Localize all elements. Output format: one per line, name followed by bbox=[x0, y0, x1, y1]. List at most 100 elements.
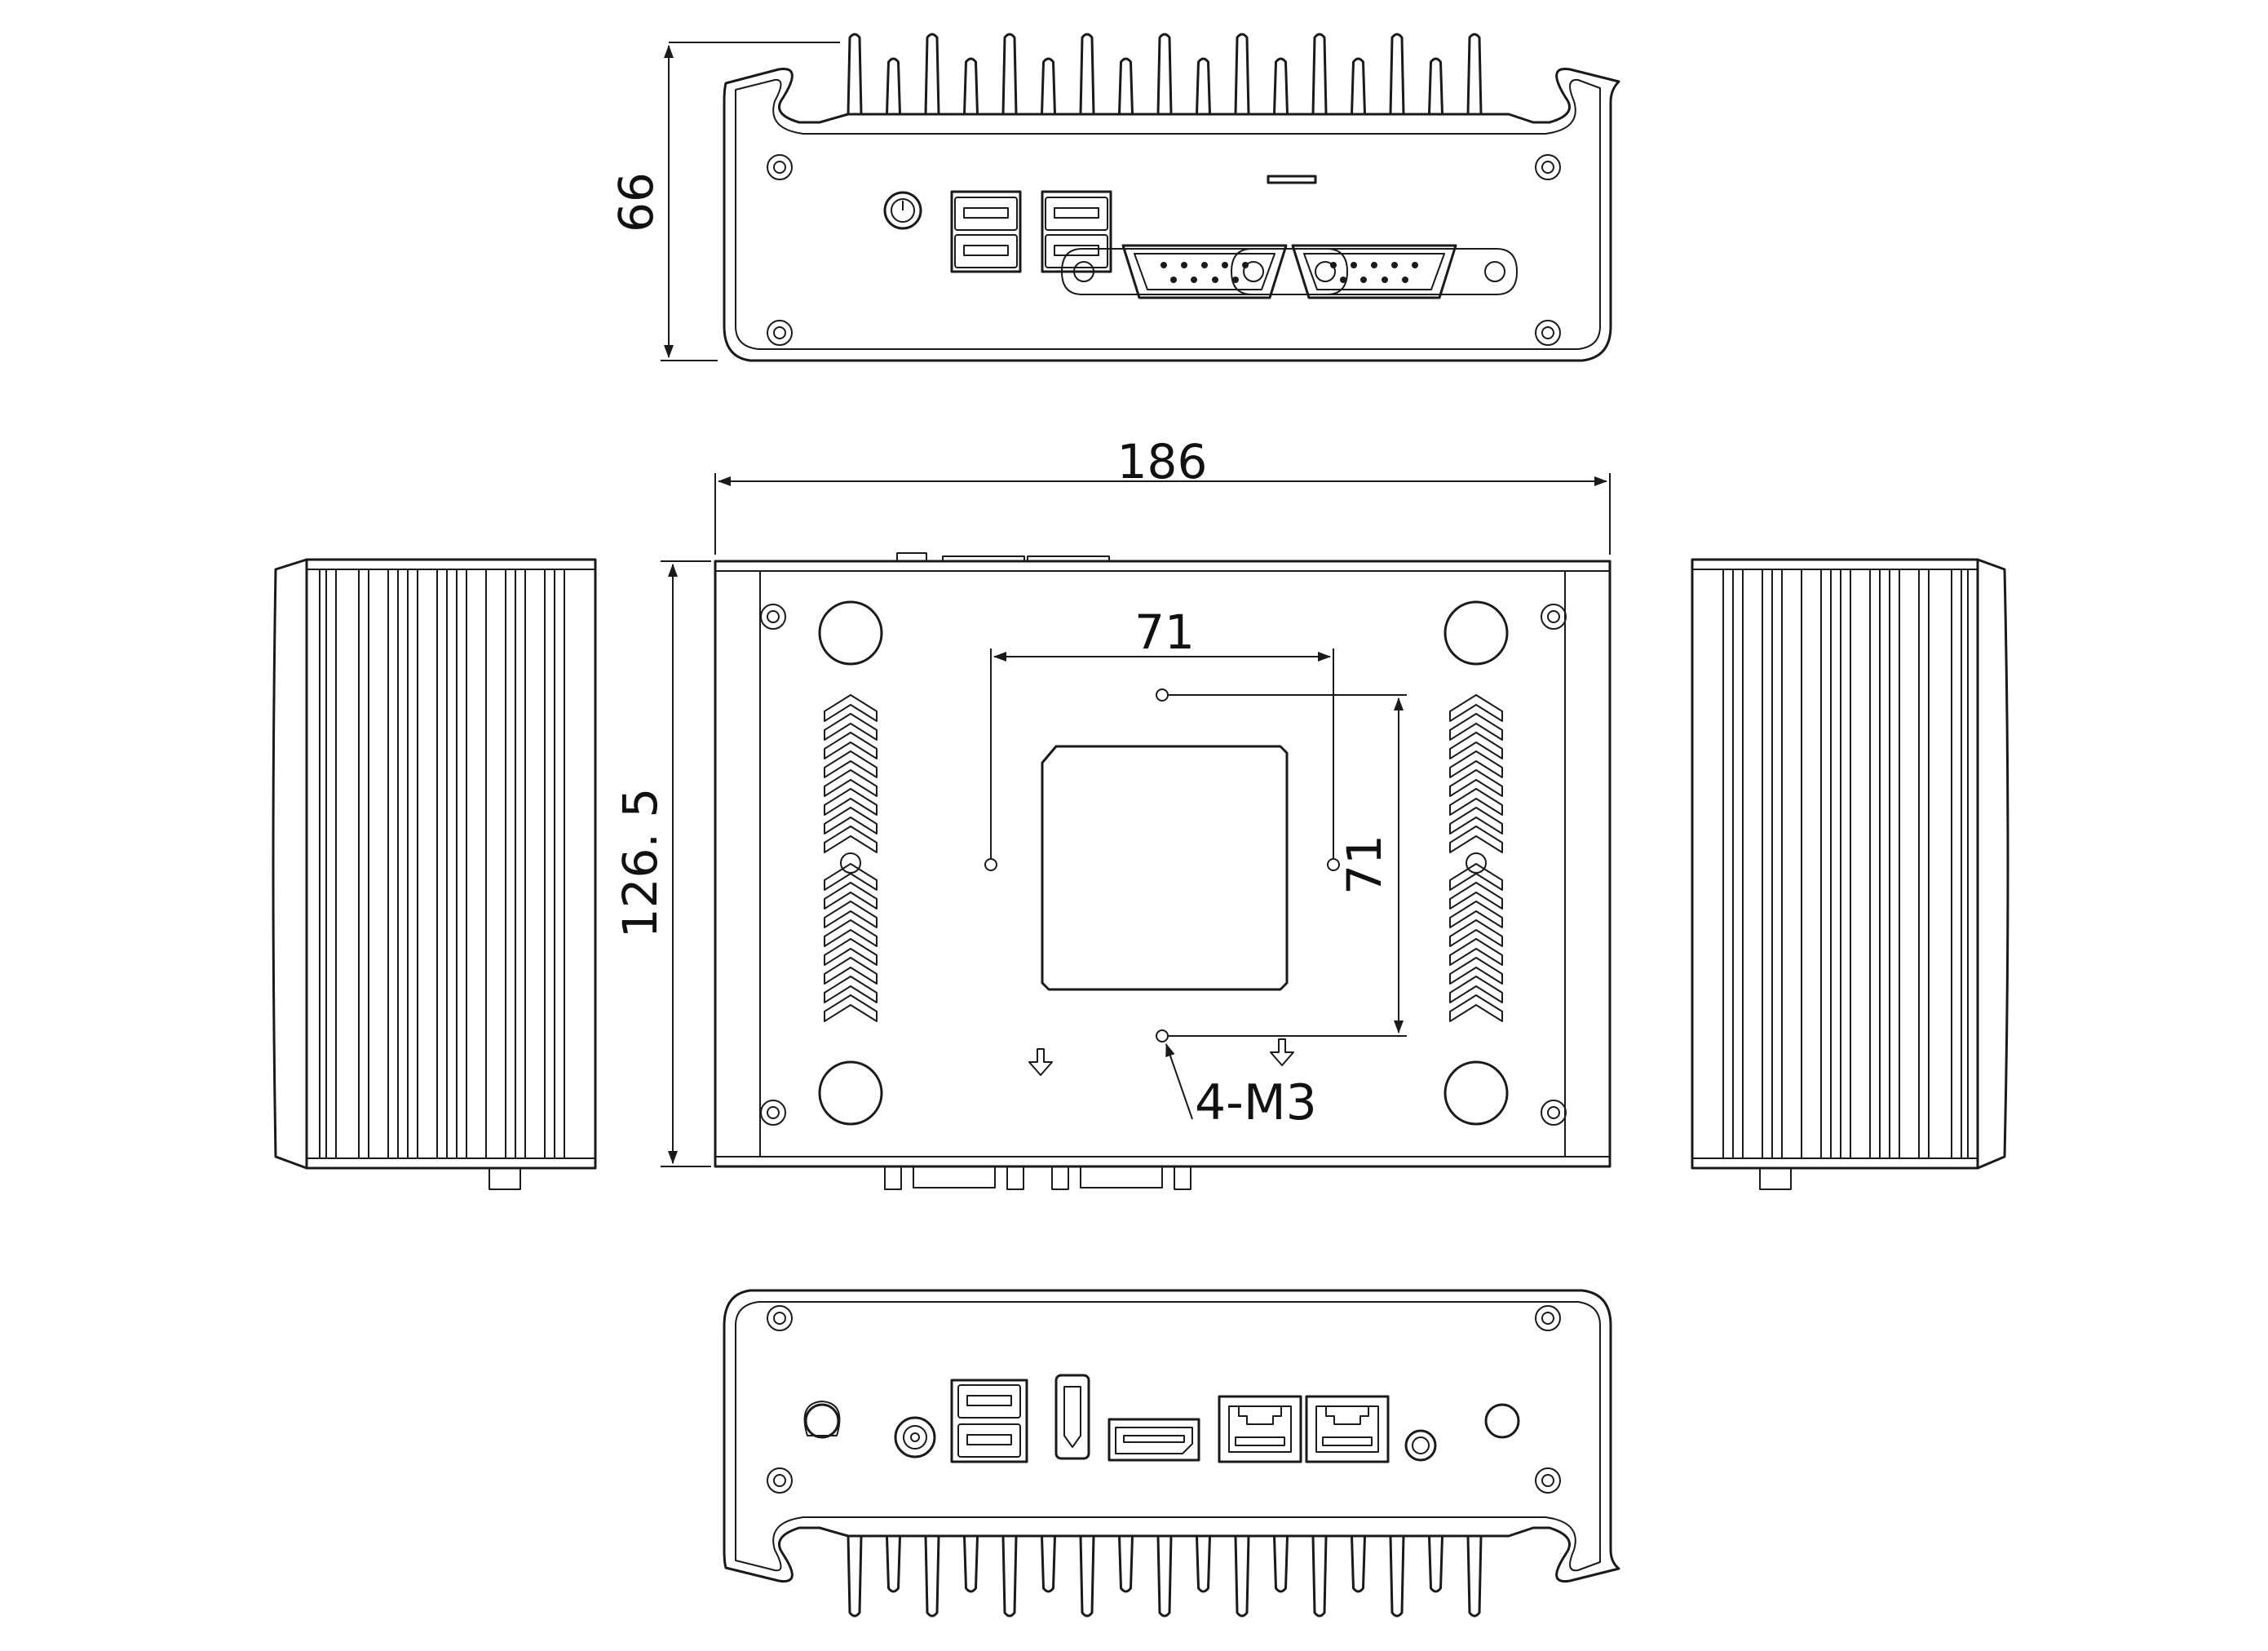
vesa-hole-icon bbox=[1156, 1029, 1169, 1042]
rear-heatsink-fins bbox=[847, 1534, 1483, 1618]
vent-chevron bbox=[824, 769, 878, 797]
heatsink-fin bbox=[1428, 1534, 1443, 1593]
heatsink-fin bbox=[1041, 57, 1056, 116]
vent-chevron bbox=[1449, 788, 1503, 816]
right-side-outline bbox=[1691, 558, 2009, 1170]
audio-jack-icon bbox=[1404, 1429, 1437, 1462]
screw-icon bbox=[760, 1100, 786, 1126]
vent-chevron bbox=[1449, 957, 1503, 985]
vent-chevron bbox=[1449, 901, 1503, 928]
rj45-port-icon bbox=[1305, 1395, 1390, 1463]
screw-icon bbox=[767, 154, 793, 180]
vent-chevrons-left bbox=[824, 694, 878, 1022]
hole-spacing-x-label: 71 bbox=[1134, 604, 1195, 660]
heatsink-fin bbox=[1156, 33, 1173, 116]
heatsink-fin bbox=[886, 57, 901, 116]
heatsink-fin bbox=[963, 1534, 979, 1593]
vent-chevron bbox=[1449, 750, 1503, 778]
front-heatsink-fins bbox=[847, 33, 1483, 116]
antenna-hole-icon bbox=[1484, 1403, 1520, 1439]
vent-chevron bbox=[824, 713, 878, 741]
heatsink-fin bbox=[1273, 57, 1289, 116]
left-side-fins bbox=[319, 569, 565, 1158]
vent-chevron bbox=[824, 807, 878, 834]
heatsink-fin bbox=[1196, 1534, 1211, 1593]
vesa-hole-icon bbox=[984, 858, 997, 871]
vent-chevron bbox=[824, 694, 878, 722]
usb-stack-icon bbox=[950, 1379, 1028, 1463]
power-button-icon bbox=[883, 191, 922, 230]
vent-chevron bbox=[824, 732, 878, 759]
vent-chevron bbox=[824, 957, 878, 985]
heatsink-fin bbox=[1466, 1534, 1483, 1618]
heatsink-fin bbox=[1311, 33, 1328, 116]
bottom-plate-view: 71 71 4-M3 bbox=[714, 552, 1611, 1190]
vent-chevron bbox=[1449, 713, 1503, 741]
heatsink-fin bbox=[886, 1534, 901, 1593]
rj45-port-icon bbox=[1218, 1395, 1302, 1463]
width-dimension: 186 bbox=[714, 434, 1611, 555]
vent-chevron bbox=[824, 994, 878, 1022]
usb-stack-icon bbox=[950, 190, 1112, 273]
heatsink-fin bbox=[1273, 1534, 1289, 1593]
screw-icon bbox=[1535, 320, 1561, 346]
vent-chevron bbox=[1449, 938, 1503, 966]
rear-panel-inner bbox=[735, 1301, 1601, 1572]
hole-spacing-y-label: 71 bbox=[1337, 834, 1392, 895]
thermal-pad-outline bbox=[1041, 745, 1289, 991]
rubber-foot-icon bbox=[1443, 1060, 1509, 1126]
heatsink-fin bbox=[1389, 1534, 1405, 1618]
screw-icon bbox=[767, 1305, 793, 1331]
depth-dimension-label: 126. 5 bbox=[612, 788, 668, 938]
rubber-foot-icon bbox=[818, 1060, 883, 1126]
screw-icon bbox=[1535, 1305, 1561, 1331]
rubber-foot-icon bbox=[818, 600, 883, 666]
screw-icon bbox=[1535, 1467, 1561, 1494]
vent-chevron bbox=[824, 901, 878, 928]
screw-icon bbox=[767, 1467, 793, 1494]
heatsink-fin bbox=[924, 1534, 940, 1618]
right-side-view bbox=[1691, 558, 2009, 1190]
heatsink-fin bbox=[1118, 57, 1134, 116]
front-panel-view bbox=[723, 33, 1620, 362]
heatsink-fin bbox=[1466, 33, 1483, 116]
heatsink-fin bbox=[1001, 1534, 1018, 1618]
vent-chevron bbox=[1449, 807, 1503, 834]
vent-chevron bbox=[1449, 732, 1503, 759]
rear-panel-outline bbox=[723, 1289, 1620, 1583]
vent-chevron bbox=[1449, 769, 1503, 797]
vent-chevron bbox=[824, 863, 878, 891]
screw-icon bbox=[1535, 154, 1561, 180]
mount-screw-callout: 4-M3 bbox=[1195, 1074, 1317, 1131]
heatsink-fin bbox=[847, 33, 863, 116]
heatsink-fin bbox=[1428, 57, 1443, 116]
screw-icon bbox=[760, 604, 786, 630]
heatsink-fin bbox=[1079, 1534, 1095, 1618]
left-side-outline bbox=[272, 558, 597, 1170]
vent-chevron bbox=[824, 938, 878, 966]
screw-icon bbox=[1541, 1100, 1567, 1126]
vent-chevron bbox=[1449, 976, 1503, 1003]
vent-chevron bbox=[1449, 863, 1503, 891]
heatsink-fin bbox=[1311, 1534, 1328, 1618]
vent-chevron bbox=[1449, 826, 1503, 853]
vent-chevron bbox=[824, 882, 878, 910]
vent-chevron bbox=[1449, 882, 1503, 910]
heatsink-fin bbox=[1079, 33, 1095, 116]
port-stub-icon bbox=[489, 1167, 521, 1190]
screw-icon bbox=[1541, 604, 1567, 630]
arrow-down-icon bbox=[1270, 1038, 1294, 1066]
arrow-down-icon bbox=[1028, 1048, 1053, 1076]
heatsink-fin bbox=[1234, 1534, 1250, 1618]
heatsink-fin bbox=[847, 1534, 863, 1618]
vent-chevron bbox=[824, 826, 878, 853]
vent-chevron bbox=[824, 750, 878, 778]
height-dimension: 66 bbox=[608, 42, 840, 361]
vesa-hole-icon bbox=[1327, 858, 1340, 871]
vent-chevron bbox=[824, 788, 878, 816]
height-dimension-label: 66 bbox=[608, 172, 664, 232]
led-slot-icon bbox=[1267, 175, 1317, 184]
antenna-hole-icon bbox=[804, 1403, 840, 1439]
screw-icon bbox=[767, 320, 793, 346]
